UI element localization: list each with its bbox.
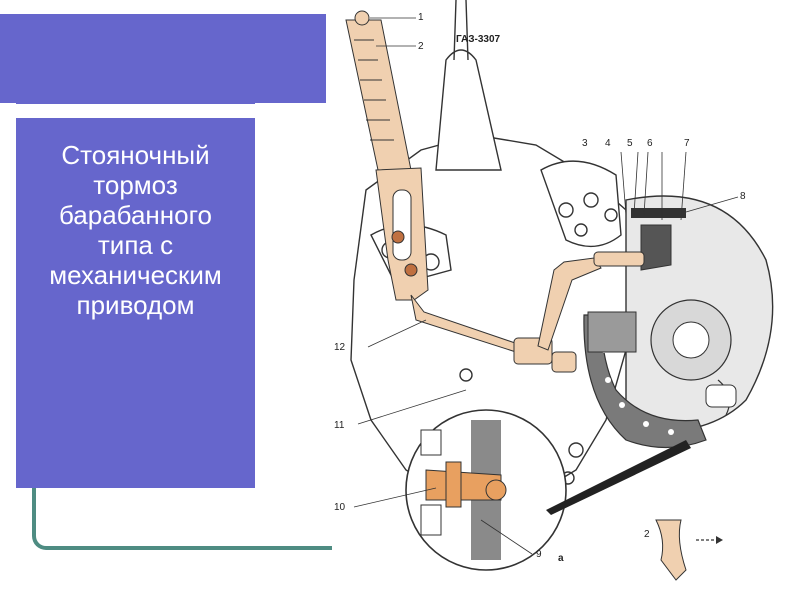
parking-brake-lever [375, 167, 522, 353]
callout-3: 3 [582, 138, 588, 149]
decorative-connector-line [32, 488, 332, 550]
spring-rod [345, 19, 412, 171]
housing-flange [540, 160, 622, 248]
brake-diagram: ГАЗ-3307 1 2 3 4 5 6 7 8 9 10 11 12 а 2 [326, 0, 800, 600]
callout-11: 11 [334, 420, 345, 431]
callout-6: 6 [647, 138, 653, 149]
divider-line-left [0, 103, 16, 107]
callout-8: 8 [740, 191, 746, 202]
title-header-band [0, 14, 326, 104]
callout-2: 2 [418, 41, 424, 52]
callout-7: 7 [684, 138, 690, 149]
callout-1: 1 [418, 12, 424, 23]
inset2-label: 2 [644, 529, 650, 540]
callout-5: 5 [627, 138, 633, 149]
expander-cam [640, 224, 672, 271]
inset-label: а [558, 553, 564, 564]
callout-4: 4 [605, 138, 611, 149]
inset-secondary [655, 519, 723, 581]
slide-title: Стояночный тормоз барабанного типа с мех… [49, 140, 222, 320]
inset-pointer [546, 440, 691, 515]
detail-inset [405, 409, 567, 571]
brake-shoe [583, 314, 707, 449]
title-panel: Стояночный тормоз барабанного типа с мех… [16, 118, 255, 488]
shoe-top-plate [631, 208, 686, 218]
model-label: ГАЗ-3307 [456, 34, 501, 45]
callout-9: 9 [536, 549, 542, 560]
callout-12: 12 [334, 342, 346, 353]
divider-line-right [255, 103, 326, 107]
intermediate-lever [537, 251, 645, 351]
callout-10: 10 [334, 502, 346, 513]
shift-lever-boot [435, 49, 502, 171]
